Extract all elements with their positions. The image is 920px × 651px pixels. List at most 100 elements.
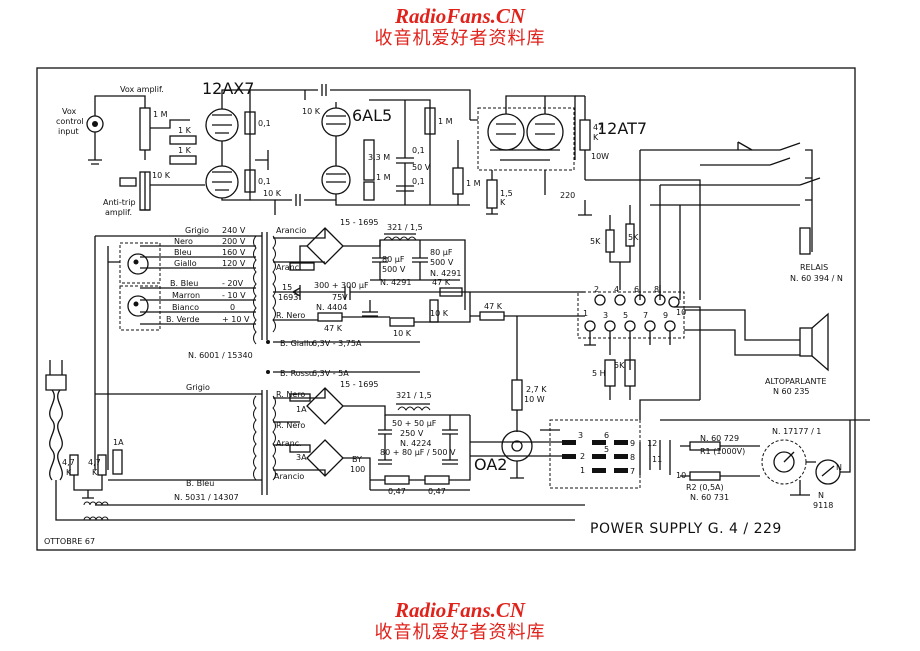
r2-label: R2 (0,5A) [686, 483, 724, 492]
transformer-2-section [95, 387, 471, 495]
relay-label: RELAIS [800, 263, 828, 272]
watermark-top: RadioFans.CN 收音机爱好者资料库 [0, 4, 920, 50]
meter-n: N [836, 463, 842, 472]
c-01-a [244, 111, 256, 135]
t1-200v: 200 V [222, 237, 246, 246]
speaker-magnet [799, 327, 813, 357]
val-4-7-b-unit: K [92, 468, 98, 477]
r-1k-b [169, 155, 197, 165]
val-4-7-a-unit: K [66, 468, 72, 477]
r-47k-b [317, 312, 343, 322]
s2-by-b: 100 [350, 465, 365, 474]
t2-part: N. 5031 / 14307 [174, 493, 239, 502]
r-0-47-a [384, 475, 410, 485]
watermark-chinese-bottom: 收音机爱好者资料库 [374, 622, 546, 643]
s1-choke: 321 / 1,5 [387, 223, 423, 232]
r-3-3m [363, 139, 375, 181]
voltage-selector-2 [119, 285, 161, 331]
tube-6al5-lower [321, 165, 351, 195]
c-01-b [244, 169, 256, 193]
schematic-date: OTTOBRE 67 [44, 537, 95, 546]
t1-aranc: Aranc. [276, 263, 302, 272]
label-vox-3: input [58, 127, 79, 136]
t1-part: N. 6001 / 15340 [188, 351, 253, 360]
term-12: 12 [647, 439, 657, 448]
t1-rnero: R. Nero [276, 311, 305, 320]
pin-1 [584, 320, 596, 332]
t1-m20v: - 20V [222, 279, 244, 288]
t1-fil2: 6,3V - 5A [312, 369, 349, 378]
t1-brosso: B. Rosso [280, 369, 314, 378]
val-1m: 1 M [153, 110, 168, 119]
val-fuse-1a: 1A [113, 438, 124, 447]
label-12ax7: 12AX7 [202, 79, 254, 98]
val-10w-b: 10 W [524, 395, 545, 404]
t1-120v: 120 V [222, 259, 246, 268]
s1-c75v: 75V [332, 293, 348, 302]
t2-arancio: Arancio [274, 472, 304, 481]
label-antitrip-1: Anti-trip [103, 198, 136, 207]
s1-r47k-b: 47 K [324, 324, 343, 333]
anti-trip-pot [139, 171, 151, 211]
val-1k-a: 1 K [178, 126, 192, 135]
r-47k-10w [579, 119, 591, 151]
val-c01-b: 0,1 [258, 177, 271, 186]
tube-6al5-upper [321, 107, 351, 137]
input-section [86, 89, 305, 215]
socket-9: 9 [663, 311, 668, 320]
val-5h: 5 H [592, 369, 606, 378]
pin-7 [644, 320, 656, 332]
label-12at7: 12AT7 [597, 119, 647, 138]
val-1-5k: 1,5 [500, 189, 513, 198]
watermark-chinese: 收音机爱好者资料库 [374, 28, 546, 49]
connector-socket [577, 285, 829, 400]
t1-bgiallo: B. Giallo [280, 339, 313, 348]
s1-n4404: N. 4404 [316, 303, 347, 312]
val-220: 220 [560, 191, 575, 200]
s1-rect2a: 15 [282, 283, 292, 292]
t2-fuse2: 3A [296, 453, 307, 462]
t1-giallo: Giallo [174, 259, 197, 268]
s1-n4291b: N. 4291 [430, 269, 461, 278]
val-5k-a: 5K [590, 237, 601, 246]
socket-8: 8 [654, 285, 659, 294]
t1-bleu: Bleu [174, 248, 192, 257]
s1-n4291a: N. 4291 [380, 278, 411, 287]
s2-c50: 50 + 50 μF [392, 419, 437, 428]
term-5: 5 [604, 445, 609, 454]
val-1m-b: 1 M [376, 173, 391, 182]
s1-r10k-b: 10 K [393, 329, 412, 338]
term-10: 10 [676, 471, 686, 480]
t1-marron: Marron [172, 291, 200, 300]
s1-c80b: 80 μF [430, 248, 453, 257]
choke-1 [383, 236, 417, 241]
t2-bbleu: B. Bleu [186, 479, 214, 488]
val-4-7-a: 4,7 [62, 458, 75, 467]
label-oa2: OA2 [474, 455, 507, 474]
transformer-1-section [94, 227, 585, 470]
mains-input [45, 360, 585, 521]
r2-shunt [689, 471, 721, 481]
val-4-7-b: 4,7 [88, 458, 101, 467]
r1-label: R1 (1000V) [700, 447, 745, 456]
label-vox-1: Vox [62, 107, 77, 116]
meter-part: N. 17177 / 1 [772, 427, 821, 436]
val-10k-mid: 10 K [263, 189, 282, 198]
tube-12at7-b [526, 113, 564, 151]
socket-6: 6 [634, 285, 639, 294]
s2-rect: 15 - 1695 [340, 380, 379, 389]
regulator-section [501, 316, 533, 479]
r-2-7k [511, 379, 523, 411]
t1-m10v: - 10 V [222, 291, 246, 300]
s1-r10k-a: 10 K [430, 309, 449, 318]
s1-c500a: 500 V [382, 265, 406, 274]
r-1m-c [424, 107, 436, 135]
s1-r47k-a: 47 K [432, 278, 451, 287]
label-antitrip-2: amplif. [105, 208, 132, 217]
t1-p10v: + 10 V [222, 315, 250, 324]
bridge-rectifier-1 [306, 227, 344, 265]
r1-part: N. 60 729 [700, 434, 739, 443]
val-1m-d: 1 M [466, 179, 481, 188]
r-47k-a [439, 287, 463, 297]
val-c01-c: 0,1 [412, 146, 425, 155]
